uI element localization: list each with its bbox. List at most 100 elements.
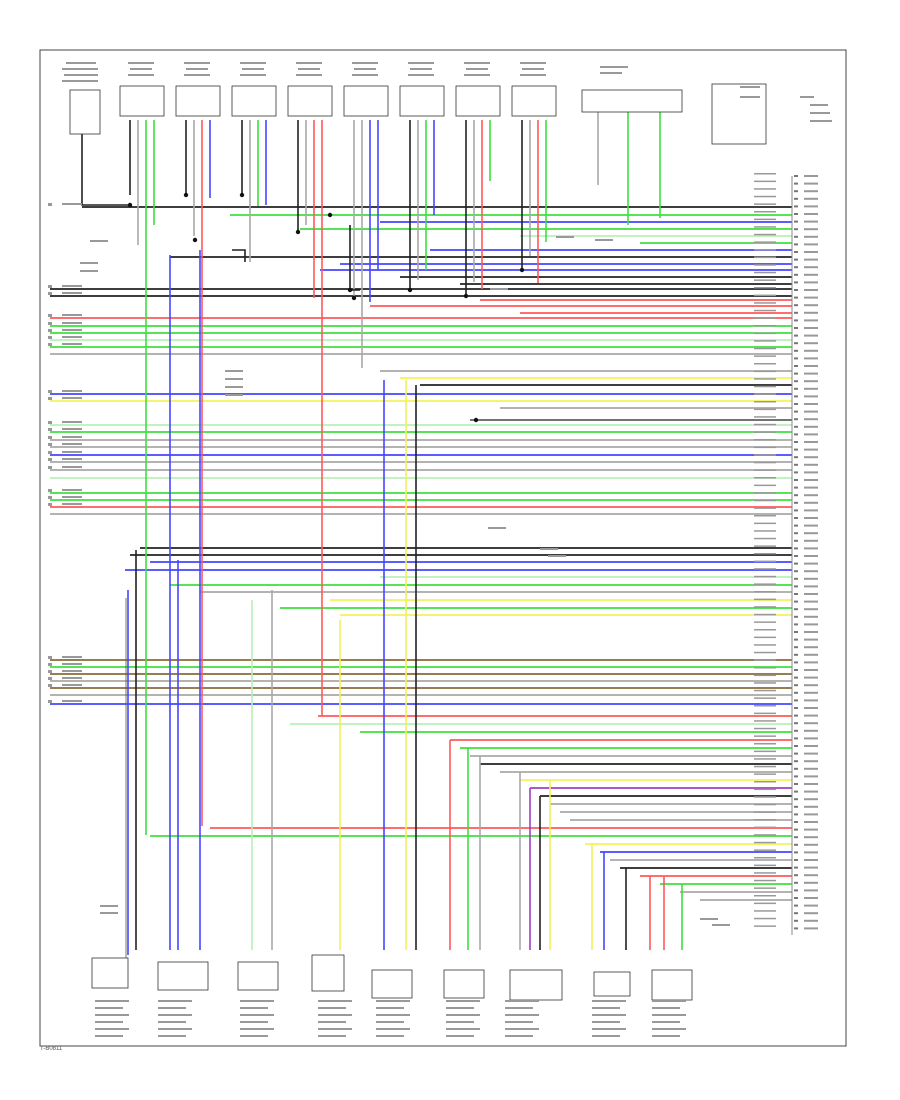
label-mark-87 [804,555,818,557]
label-mark-229 [754,872,776,874]
label-mark-156 [754,317,776,319]
label-mark-12 [296,74,322,76]
connector-pin-17 [794,213,798,215]
label-mark-191 [754,583,776,585]
label-mark-117 [804,783,818,785]
label-mark-281 [62,670,82,672]
label-mark-343 [225,370,243,372]
labels-layer [48,62,832,1037]
connector-pin-52 [794,479,798,481]
label-mark-157 [754,325,776,327]
label-mark-278 [48,656,52,659]
label-mark-298 [158,1021,186,1023]
label-mark-286 [48,684,52,687]
label-mark-71 [804,433,818,436]
connector-pin-79 [794,684,798,687]
bottom-component-114 [237,961,279,991]
connector-pin-80 [794,691,798,694]
relay-box-6 [399,85,445,117]
label-mark-103 [804,676,818,679]
label-mark-46 [804,243,818,246]
label-mark-162 [754,363,776,365]
connector-pin-107 [794,897,798,899]
label-mark-315 [376,1014,410,1016]
label-mark-336 [592,1035,620,1037]
label-mark-295 [158,1000,192,1002]
label-mark-52 [804,289,818,291]
label-mark-65 [804,387,818,390]
label-mark-45 [804,235,818,238]
label-mark-118 [804,790,818,793]
connector-pin-100 [794,843,798,846]
label-mark-143 [754,218,776,221]
label-mark-78 [804,486,818,489]
label-mark-31 [740,86,760,88]
label-mark-182 [754,515,776,517]
connector-pin-97 [794,821,798,823]
label-mark-153 [754,294,776,297]
label-mark-165 [754,385,776,388]
label-mark-276 [48,503,52,506]
connector-pin-106 [794,889,798,892]
label-mark-2 [130,68,152,70]
connector-pin-84 [794,722,798,725]
label-mark-14 [354,68,376,70]
label-mark-234 [754,910,776,912]
label-mark-215 [754,765,776,768]
label-mark-272 [48,489,52,492]
label-mark-342 [652,1035,680,1037]
label-mark-224 [754,834,776,836]
connector-pin-62 [794,555,798,557]
label-mark-324 [446,1035,474,1037]
label-mark-32 [740,96,760,98]
label-mark-241 [62,292,82,294]
label-mark-231 [754,887,776,889]
label-mark-107 [804,707,818,709]
label-mark-307 [318,1000,352,1002]
label-mark-266 [48,451,52,454]
label-mark-192 [754,591,776,593]
label-mark-220 [754,803,776,806]
label-mark-354 [80,262,98,264]
label-mark-68 [804,410,818,413]
connector-pin-61 [794,547,798,550]
label-mark-317 [376,1028,410,1030]
label-mark-57 [804,327,818,329]
label-mark-47 [804,251,818,253]
bottom-component-112 [91,957,129,989]
label-mark-112 [804,745,818,747]
label-mark-345 [225,386,243,388]
label-mark-62 [804,365,818,367]
label-mark-254 [48,390,52,393]
label-mark-329 [505,1028,539,1030]
relay-box-1 [119,85,165,117]
label-mark-13 [352,62,378,64]
connector-pin-30 [794,311,798,314]
label-mark-131 [804,889,818,892]
label-mark-169 [754,416,776,418]
label-mark-209 [754,720,776,722]
connector-pin-29 [794,304,798,307]
label-mark-348 [548,555,566,557]
connector-pin-59 [794,532,798,535]
label-mark-338 [652,1007,680,1009]
label-mark-123 [804,828,818,831]
connector-pin-19 [794,228,798,231]
label-mark-267 [62,458,82,460]
label-mark-202 [754,667,776,669]
label-mark-323 [446,1028,480,1030]
label-mark-36 [810,120,832,122]
label-mark-130 [804,881,818,884]
label-mark-321 [446,1014,480,1016]
label-mark-137 [754,173,776,175]
label-mark-168 [754,408,776,411]
label-mark-350 [490,288,508,290]
splice-dot-122 [183,192,189,198]
splice-dot-130 [192,237,198,243]
connector-pin-99 [794,836,798,839]
label-mark-306 [240,1035,268,1037]
label-mark-275 [62,503,82,505]
bottom-component-113 [157,961,209,991]
connector-pin-66 [794,585,798,588]
